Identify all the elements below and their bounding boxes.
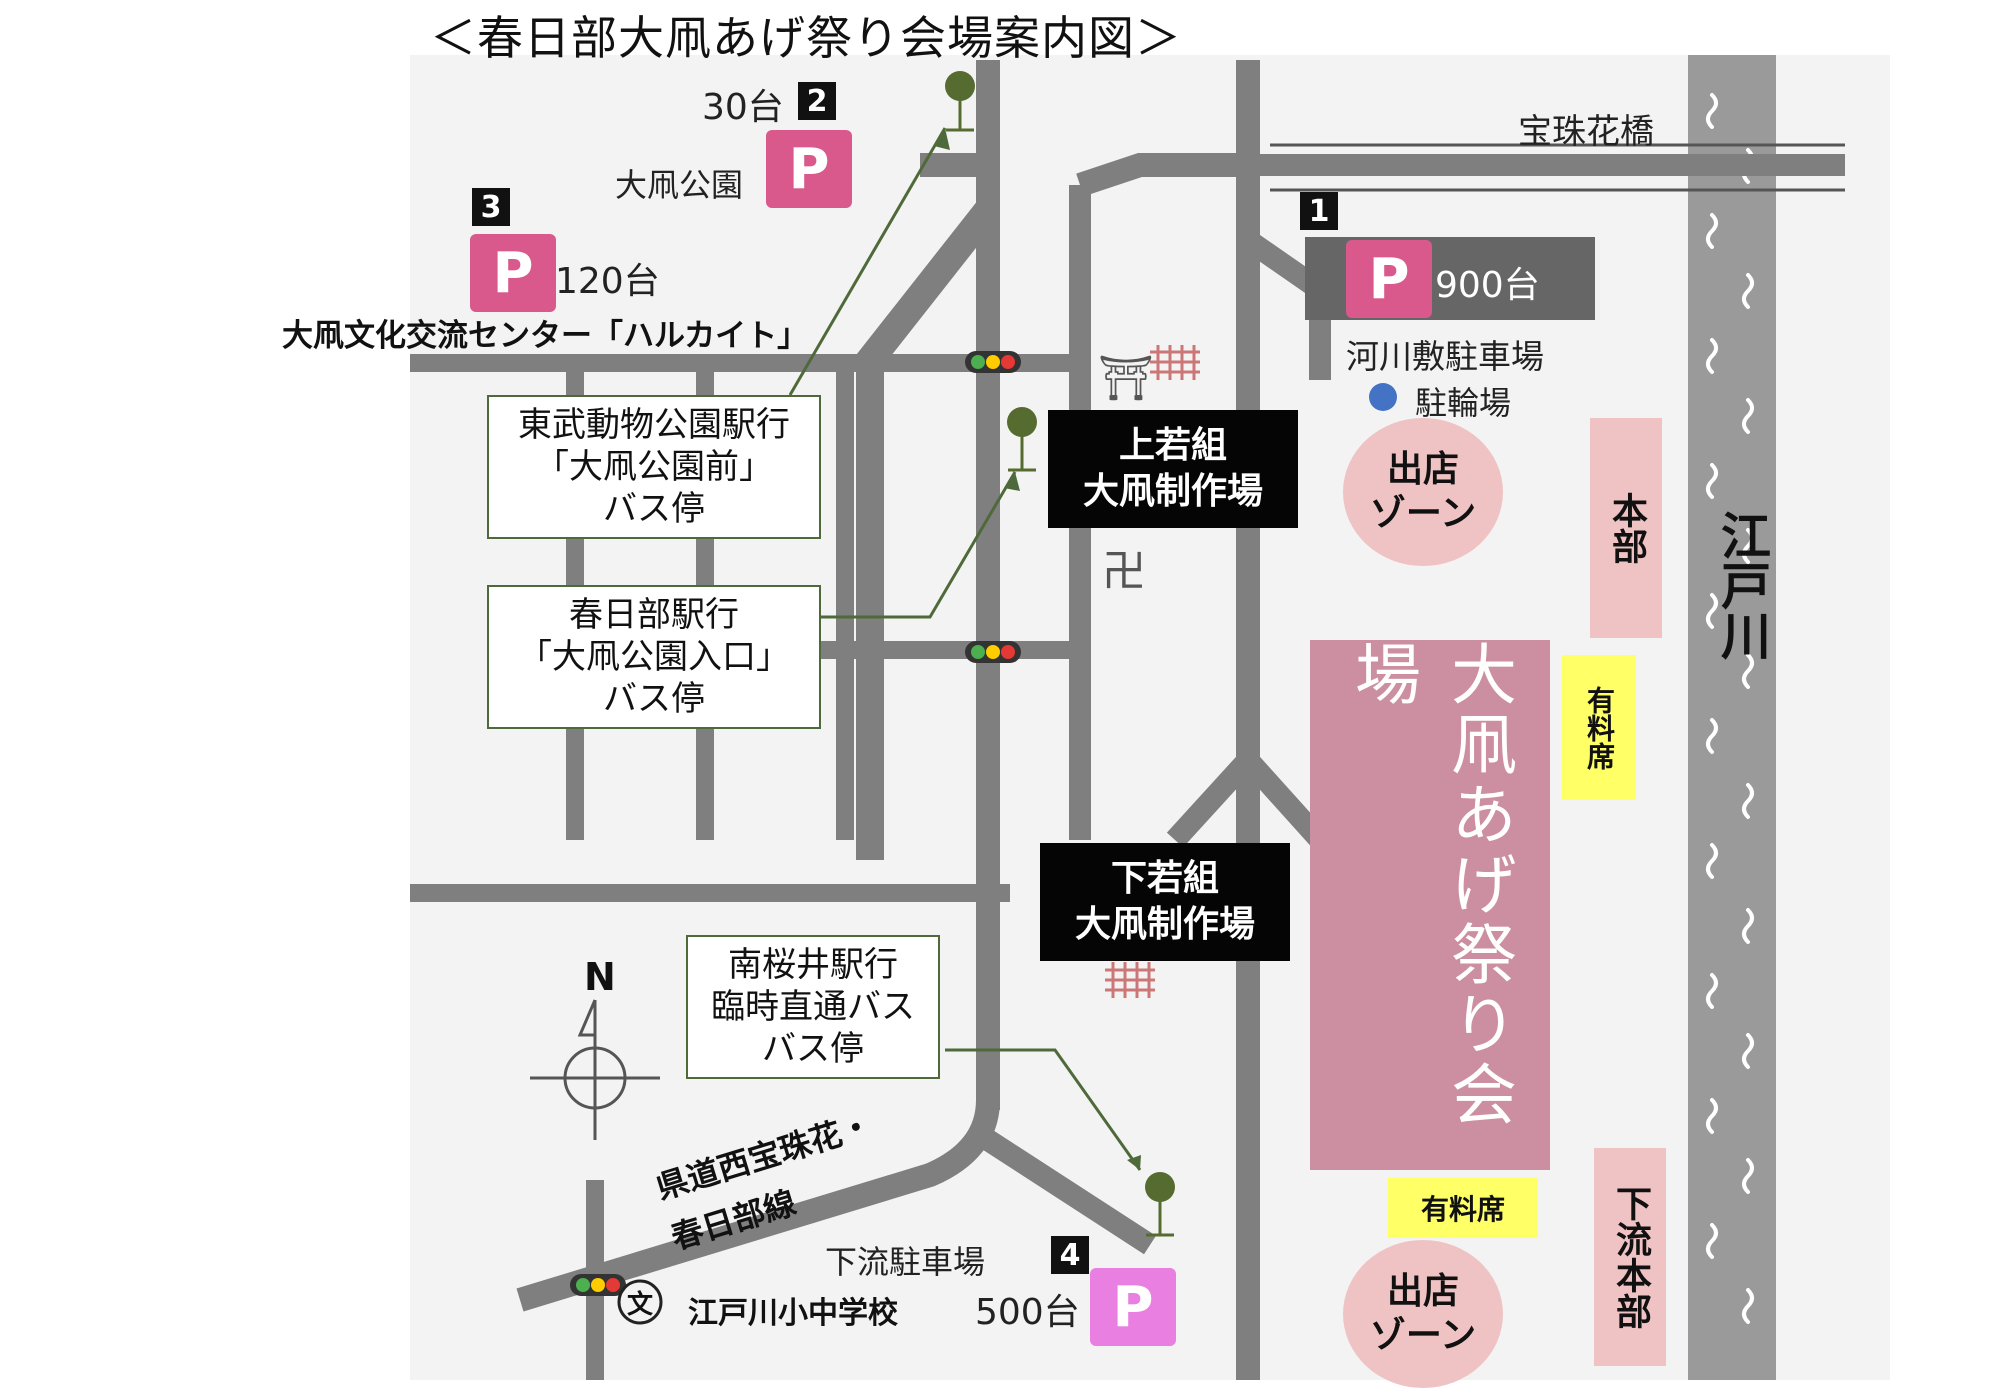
parking-icon: P: [766, 130, 852, 208]
workshop-line: 大凧制作場: [1074, 904, 1255, 945]
zone-line: 出店: [1386, 449, 1459, 490]
leader-lines: [788, 127, 1142, 1171]
workshop-line: 上若組: [1118, 425, 1227, 466]
parking-4-place: 下流駐車場: [825, 1243, 986, 1281]
bike-parking-icon: [1369, 383, 1397, 411]
parking-3-place: 大凧文化交流センター「ハルカイト」: [282, 318, 809, 354]
bridge-label: 宝珠花橋: [1518, 112, 1654, 152]
vendor-zone: 出店 ゾーン: [1343, 418, 1503, 566]
downstream-hq-box: 下流本部: [1594, 1148, 1666, 1366]
bus-stop-line: バス停: [603, 679, 705, 719]
bus-stop-line: バス停: [762, 1029, 864, 1069]
zone-line: ゾーン: [1369, 1315, 1477, 1356]
edogawa-river: [1688, 55, 1776, 1380]
headquarters-box: 本部: [1590, 418, 1662, 638]
parking-3-count: 120台: [555, 261, 660, 302]
temple-grounds: [1105, 962, 1155, 998]
bus-stop-line: 春日部駅行: [569, 595, 739, 635]
headquarters-label: 本部: [1606, 492, 1647, 564]
bus-stop-pin: [1007, 407, 1037, 472]
parking-2-count: 30台: [702, 87, 784, 128]
downstream-hq-label: 下流本部: [1610, 1185, 1651, 1329]
parking-3-number: 3: [472, 188, 510, 226]
parking-1-number: 1: [1300, 192, 1338, 230]
zone-line: 出店: [1386, 1271, 1459, 1312]
shrine-grounds: [1150, 345, 1200, 380]
venue-label: 大凧あげ祭り会場: [1344, 640, 1517, 1130]
parking-1-count: 900台: [1435, 265, 1540, 306]
school-label: 江戸川小中学校: [688, 1296, 898, 1331]
bus-stop-box: 春日部駅行 「大凧公園入口」 バス停: [487, 585, 821, 729]
festival-venue: 大凧あげ祭り会場: [1310, 640, 1550, 1170]
bus-stop-line: 南桜井駅行: [728, 945, 898, 985]
parking-2-number: 2: [798, 82, 836, 120]
bus-stop-line: 「大凧公園前」: [535, 447, 773, 487]
parking-4-count: 500台: [975, 1292, 1080, 1333]
paid-seats-box: 有料席: [1388, 1178, 1538, 1238]
bus-stop-box: 東武動物公園駅行 「大凧公園前」 バス停: [487, 395, 821, 539]
parking-2-place: 大凧公園: [615, 166, 744, 204]
bus-stop-line: バス停: [603, 489, 705, 529]
leader-arrowheads: [934, 128, 1141, 1170]
vendor-zone: 出店 ゾーン: [1343, 1240, 1503, 1388]
traffic-signal: [965, 351, 1021, 373]
traffic-signal: [965, 641, 1021, 663]
shrine-icon: ⛩: [1098, 353, 1154, 404]
bus-stop-line: 東武動物公園駅行: [518, 405, 790, 445]
parking-icon: P: [1346, 240, 1432, 318]
parking-icon: P: [470, 234, 556, 312]
temple-icon: 卍: [1102, 546, 1146, 597]
school-icon: [617, 1279, 663, 1325]
page-title: ＜春日部大凧あげ祭り会場案内図＞: [430, 11, 1182, 65]
workshop-box: 上若組 大凧制作場: [1048, 410, 1298, 528]
school-symbol: 文: [627, 1290, 654, 1320]
paid-seats-label: 有料席: [1583, 685, 1616, 770]
bus-stop-pin: [945, 71, 975, 132]
bus-stop-line: 「大凧公園入口」: [518, 637, 790, 677]
workshop-box: 下若組 大凧制作場: [1040, 843, 1290, 961]
parking-4-number: 4: [1051, 1236, 1089, 1274]
river-label: 江戸川: [1713, 510, 1771, 660]
zone-line: ゾーン: [1369, 493, 1477, 534]
paid-seats-box: 有料席: [1562, 655, 1636, 800]
bus-stop-pin: [1145, 1172, 1175, 1237]
workshop-line: 大凧制作場: [1082, 471, 1263, 512]
workshop-line: 下若組: [1110, 858, 1219, 899]
parking-icon: P: [1090, 1268, 1176, 1346]
compass-north-label: N: [584, 955, 616, 999]
parking-1-place: 河川敷駐車場: [1346, 337, 1544, 376]
compass-icon: [530, 999, 660, 1140]
bus-stop-line: 臨時直通バス: [711, 987, 915, 1027]
paid-seats-label: 有料席: [1420, 1193, 1505, 1226]
traffic-signal: [570, 1274, 626, 1296]
bus-stop-box: 南桜井駅行 臨時直通バス バス停: [686, 935, 940, 1079]
bike-parking-label: 駐輪場: [1415, 384, 1512, 422]
